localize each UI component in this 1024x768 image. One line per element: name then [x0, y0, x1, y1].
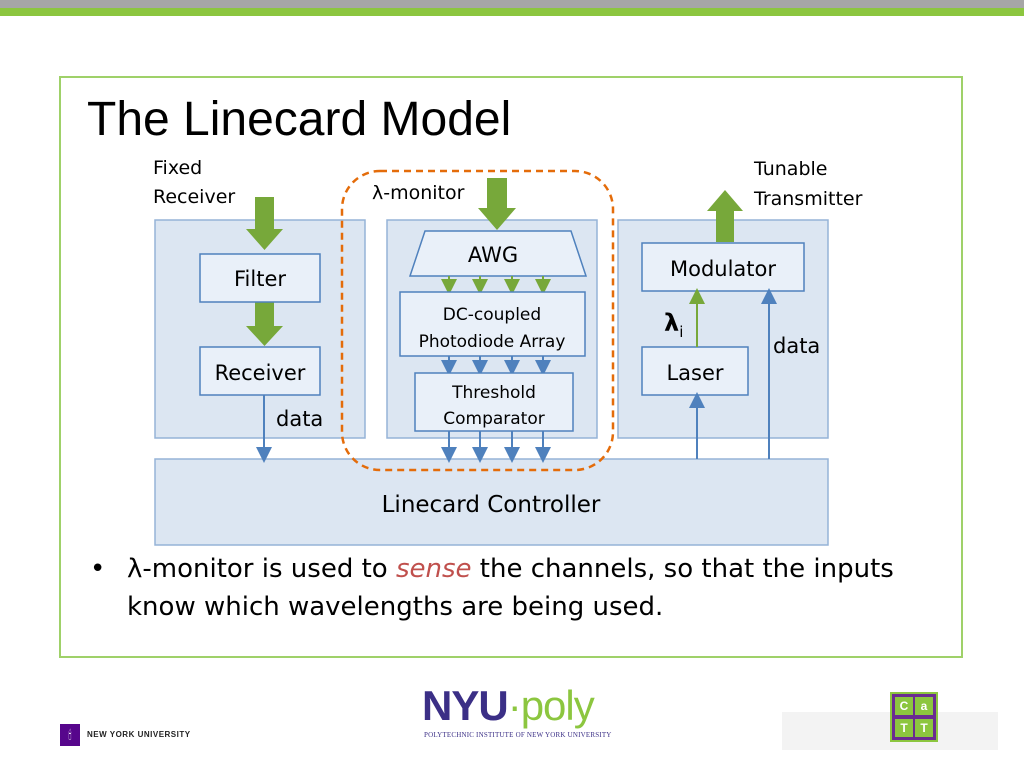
threshold-box	[414, 372, 574, 432]
top-bar-green	[0, 8, 1024, 16]
threshold-label-line1: Threshold	[451, 383, 536, 403]
lambda-symbol: λ	[664, 309, 679, 337]
photodiode-label-line2: Photodiode Array	[419, 332, 566, 352]
poly-subtitle: POLYTECHNIC INSTITUTE OF NEW YORK UNIVER…	[424, 731, 612, 739]
fixed-receiver-label-line1: Fixed	[153, 157, 202, 179]
laser-label: Laser	[666, 361, 723, 385]
lambda-i-label: λi	[664, 309, 683, 341]
transmitter-output-arrow	[707, 190, 743, 242]
catt-logo-cell: C	[895, 697, 913, 715]
catt-logo-cell: T	[895, 719, 913, 737]
bullet-point: • λ-monitor is used to sense the channel…	[90, 550, 950, 626]
controller-panel	[154, 458, 829, 546]
poly-logo-dot: ·	[507, 682, 522, 729]
nyu-poly-logo: NYU·poly	[422, 682, 595, 730]
threshold-label-line2: Comparator	[443, 409, 545, 429]
tunable-transmitter-label-line1: Tunable	[753, 158, 827, 180]
lambda-monitor-outline	[340, 169, 615, 472]
catt-logo-cell: T	[915, 719, 933, 737]
photodiode-box	[399, 291, 586, 357]
filter-to-receiver-arrow	[246, 302, 283, 346]
controller-label: Linecard Controller	[382, 492, 601, 518]
lambda-monitor-label: λ-monitor	[372, 182, 465, 204]
awg-box	[408, 230, 588, 277]
modulator-box	[641, 242, 805, 292]
lambda-subscript: i	[679, 323, 683, 341]
top-bar-gray	[0, 0, 1024, 8]
fixed-receiver-input-arrow	[246, 197, 283, 250]
catt-logo: C a T T	[890, 692, 938, 742]
bullet-text-after: the channels, so that the inputs know wh…	[127, 554, 894, 622]
bullet-emphasis: sense	[395, 554, 472, 584]
transmitter-data-label: data	[773, 334, 820, 358]
monitor-input-arrow	[478, 178, 516, 230]
laser-box	[641, 346, 749, 396]
receiver-data-label: data	[276, 407, 323, 431]
tunable-transmitter-label-line2: Transmitter	[753, 188, 863, 210]
awg-label: AWG	[468, 243, 518, 267]
bullet-text-before: λ-monitor is used to	[127, 554, 396, 584]
filter-box	[199, 253, 321, 303]
bullet-text: λ-monitor is used to sense the channels,…	[90, 550, 950, 626]
content-frame	[59, 76, 963, 658]
receiver-box	[199, 346, 321, 396]
bullet-marker: •	[90, 554, 106, 584]
nyu-torch-icon: 🕯	[60, 724, 80, 746]
poly-logo-nyu: NYU	[422, 682, 509, 729]
photodiode-label-line1: DC-coupled	[443, 305, 541, 325]
slide-title: The Linecard Model	[87, 93, 512, 146]
poly-logo-word: poly	[520, 682, 595, 729]
receiver-label: Receiver	[215, 361, 306, 385]
modulator-label: Modulator	[670, 257, 776, 281]
nyu-wordmark: NEW YORK UNIVERSITY	[87, 730, 191, 739]
catt-logo-cell: a	[915, 697, 933, 715]
fixed-receiver-label-line2: Receiver	[153, 186, 235, 208]
filter-label: Filter	[234, 267, 286, 291]
